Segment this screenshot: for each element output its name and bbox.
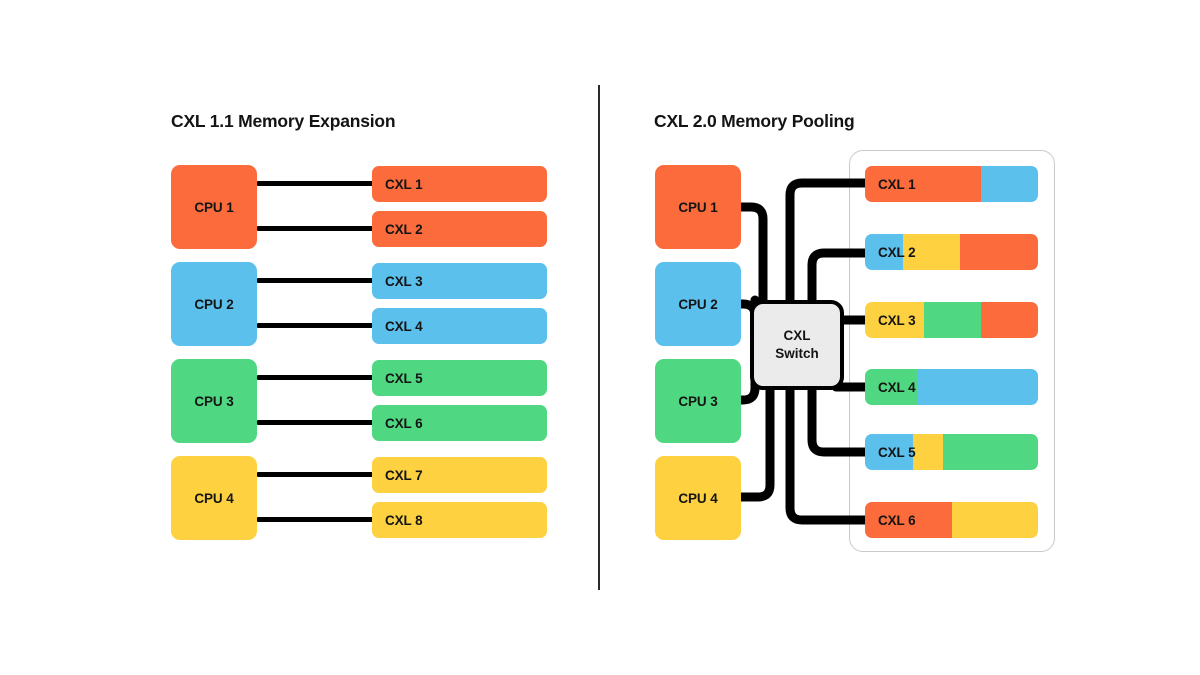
memory-segment-3: [865, 434, 914, 470]
wire-switch-cxl5: [807, 377, 871, 457]
left-cpu-label-1: CPU 1: [194, 199, 234, 215]
left-link-3: [257, 278, 374, 283]
right-memory-bar-4[interactable]: CXL 4: [865, 369, 1038, 405]
right-memory-bar-1[interactable]: CXL 1: [865, 166, 1038, 202]
left-memory-bar-2[interactable]: CXL 2: [372, 211, 547, 247]
wire-cpu4-switch: [736, 377, 775, 502]
right-cpu-label-4: CPU 4: [678, 490, 718, 506]
left-link-4: [257, 323, 374, 328]
right-cpu-box-2[interactable]: CPU 2: [655, 262, 741, 346]
memory-segment-1: [942, 434, 1038, 470]
memory-segment-1: [951, 502, 1038, 538]
left-cpu-label-3: CPU 3: [194, 393, 234, 409]
right-memory-bar-6[interactable]: CXL 6: [865, 502, 1038, 538]
memory-segment-1: [980, 166, 1038, 202]
memory-segment-3: [865, 234, 904, 270]
wire-switch-cxl2: [807, 248, 871, 305]
left-cpu-label-4: CPU 4: [194, 490, 234, 506]
left-link-8: [257, 517, 374, 522]
right-cpu-label-1: CPU 1: [678, 199, 718, 215]
right-cpu-label-2: CPU 2: [678, 296, 718, 312]
memory-segment-3: [865, 302, 924, 338]
memory-segment-2: [865, 502, 952, 538]
memory-segment-1: [980, 302, 1038, 338]
memory-segment-2: [903, 234, 961, 270]
left-panel-title: CXL 1.1 Memory Expansion: [171, 111, 396, 131]
left-cpu-box-4[interactable]: CPU 4: [171, 456, 257, 540]
right-panel-title: CXL 2.0 Memory Pooling: [654, 111, 855, 131]
wire-cpu3-switch: [736, 377, 760, 405]
left-cpu-box-1[interactable]: CPU 1: [171, 165, 257, 249]
left-cpu-box-3[interactable]: CPU 3: [171, 359, 257, 443]
memory-segment-2: [923, 302, 981, 338]
left-cpu-label-2: CPU 2: [194, 296, 234, 312]
wire-switch-cxl6: [785, 377, 871, 525]
memory-segment-2: [865, 369, 917, 405]
left-link-7: [257, 472, 374, 477]
left-cpu-box-2[interactable]: CPU 2: [171, 262, 257, 346]
wire-cpu1-switch: [736, 202, 768, 305]
memory-segment-1: [916, 369, 1038, 405]
memory-segment-2: [865, 166, 981, 202]
memory-pool-container: [849, 150, 1055, 552]
wire-switch-cxl1: [785, 178, 871, 305]
panel-divider: [598, 85, 600, 590]
right-cpu-box-1[interactable]: CPU 1: [655, 165, 741, 249]
cxl-switch-label-line1: CXL: [783, 327, 811, 343]
left-link-1: [257, 181, 374, 186]
cxl-switch-node[interactable]: CXL Switch: [750, 300, 844, 390]
right-cpu-box-3[interactable]: CPU 3: [655, 359, 741, 443]
right-cpu-box-4[interactable]: CPU 4: [655, 456, 741, 540]
memory-segment-1: [960, 234, 1038, 270]
left-link-5: [257, 375, 374, 380]
right-memory-bar-5[interactable]: CXL 5: [865, 434, 1038, 470]
left-link-6: [257, 420, 374, 425]
right-cpu-label-3: CPU 3: [678, 393, 718, 409]
cxl-switch-label-line2: Switch: [775, 346, 819, 361]
left-link-2: [257, 226, 374, 231]
right-memory-bar-2[interactable]: CXL 2: [865, 234, 1038, 270]
right-memory-bar-3[interactable]: CXL 3: [865, 302, 1038, 338]
memory-segment-2: [913, 434, 943, 470]
